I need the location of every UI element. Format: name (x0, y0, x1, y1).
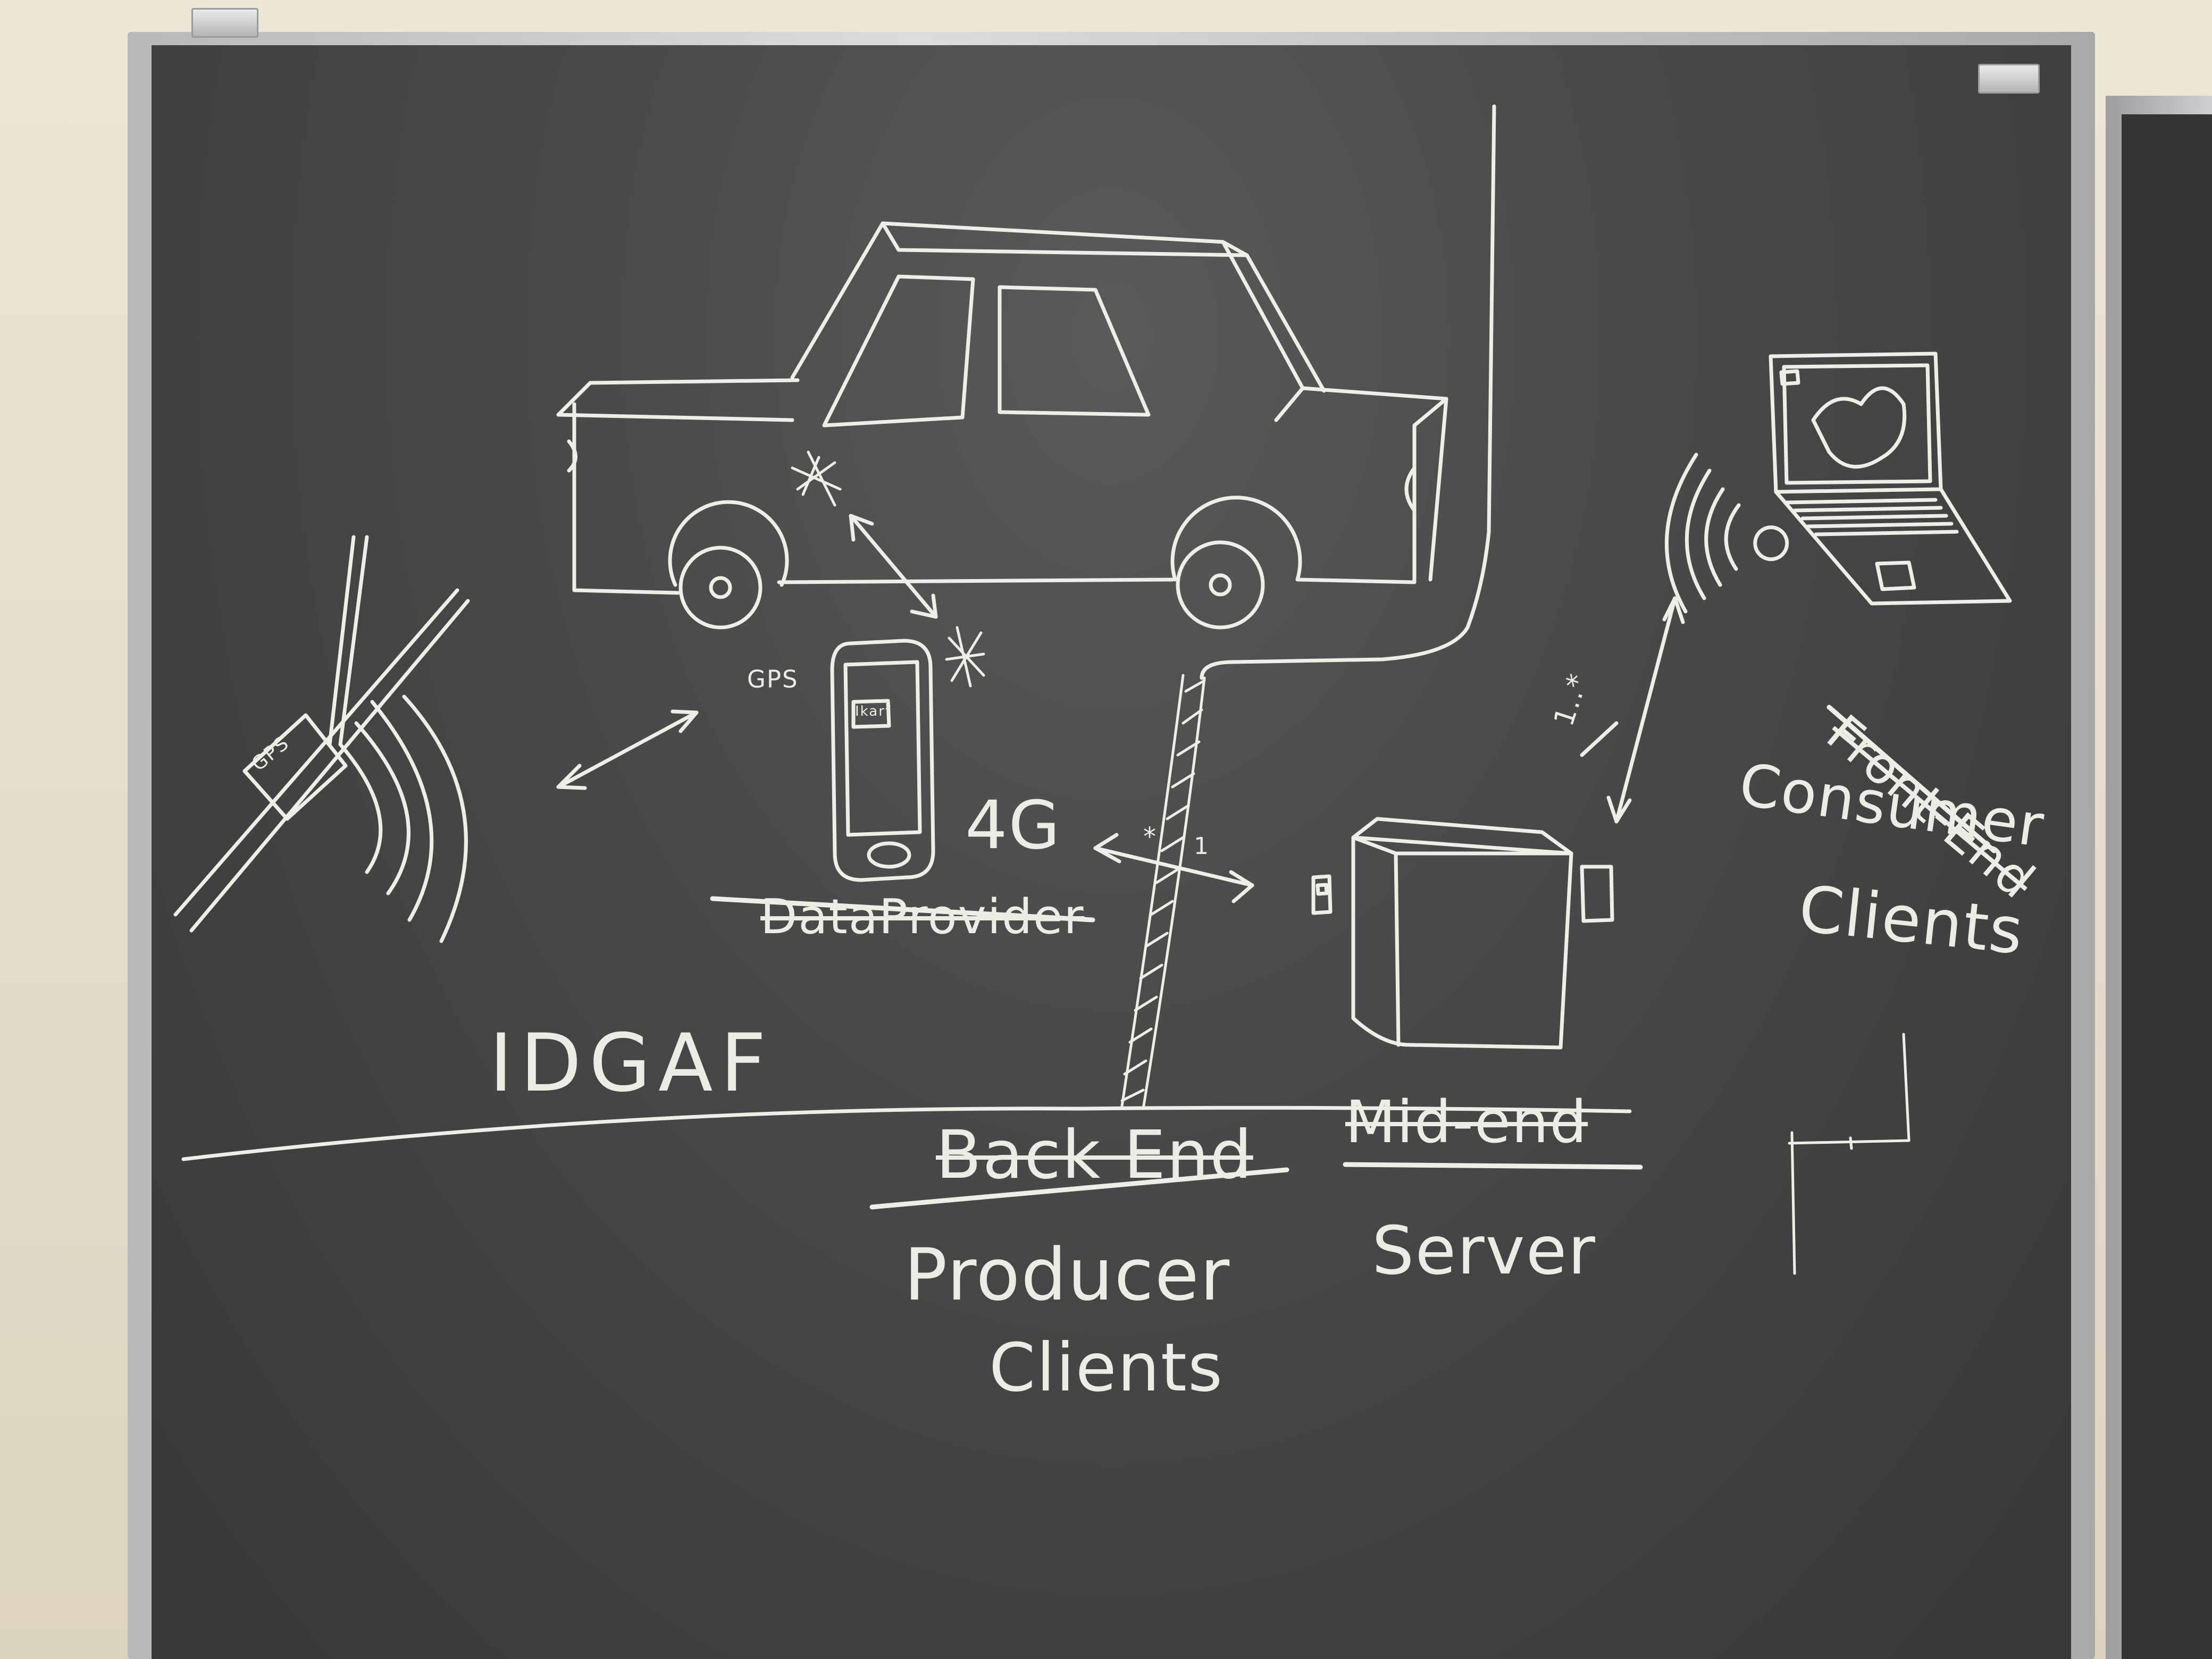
multiplicity-one-label: 1 (1194, 833, 1210, 860)
bluetooth-icon (791, 450, 842, 507)
producer-clients-label: Clients (989, 1329, 1224, 1406)
network-label: 4G (965, 787, 1061, 864)
multiplicity-star-label: * (1143, 822, 1157, 852)
bluetooth-icon (945, 626, 985, 688)
second-blackboard (2122, 114, 2212, 1659)
server-laptop-arrow (1580, 596, 1685, 824)
server-label: Server (1372, 1212, 1596, 1289)
idgaf-label: IDGAF (489, 1017, 774, 1110)
laptop-icon (1665, 351, 2012, 614)
bluetooth-link-arrow (849, 514, 938, 619)
board-clip-right (1978, 64, 2040, 94)
bracket-mark (1788, 1033, 1911, 1275)
phone-screen-label: Ikarf (855, 703, 892, 719)
phone-server-arrow (1093, 833, 1254, 903)
strike-lines (710, 705, 1997, 1210)
smartphone-icon (830, 639, 935, 882)
data-provider-label: DataProvider (760, 889, 1085, 945)
boundary-line (1200, 104, 1496, 680)
back-end-label: Back End (936, 1117, 1253, 1194)
mid-end-label: Mid-end (1345, 1088, 1588, 1156)
board-clip-left (191, 8, 258, 38)
satellite-icon (173, 535, 470, 943)
hatched-boundary (1120, 674, 1206, 1110)
car-icon (556, 221, 1448, 630)
producer-label: Producer (904, 1233, 1231, 1317)
satellite-gps-label: GPS (747, 665, 799, 693)
satellite-phone-arrow (556, 709, 699, 790)
ground-line (181, 1105, 1632, 1161)
server-box-icon (1311, 817, 1614, 1050)
